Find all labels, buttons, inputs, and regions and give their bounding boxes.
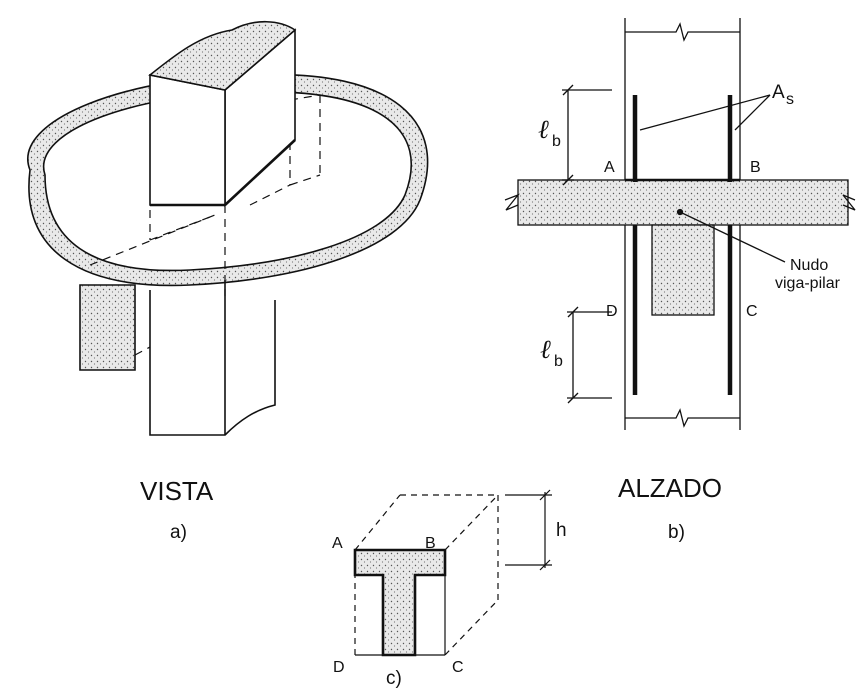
beam-stub bbox=[79, 284, 136, 371]
rebar-label: A bbox=[772, 82, 785, 103]
column-upper-front bbox=[149, 74, 226, 206]
anchor-length-bottom: ℓ bbox=[540, 335, 551, 364]
panel-b-alzado bbox=[504, 18, 856, 430]
alzado-corner-b: B bbox=[750, 159, 761, 176]
detail-corner-b: B bbox=[425, 535, 436, 552]
alzado-title: ALZADO bbox=[618, 473, 722, 503]
panel-a-vista bbox=[27, 20, 429, 436]
anchor-length-top-sub: b bbox=[552, 133, 561, 150]
vista-caption: a) bbox=[170, 522, 187, 543]
column-top bbox=[148, 20, 297, 91]
detail-caption: c) bbox=[386, 668, 402, 688]
alzado-corner-d: D bbox=[606, 303, 618, 320]
column-lower bbox=[149, 290, 276, 436]
node-label-line2: viga-pilar bbox=[775, 275, 841, 292]
anchor-length-top: ℓ bbox=[538, 115, 549, 144]
node-label-line1: Nudo bbox=[790, 257, 828, 274]
vista-title: VISTA bbox=[140, 476, 214, 506]
t-section bbox=[353, 548, 447, 657]
height-label: h bbox=[556, 520, 567, 541]
alzado-caption: b) bbox=[668, 522, 685, 543]
slab-section bbox=[517, 179, 849, 226]
alzado-corner-c: C bbox=[746, 303, 758, 320]
beam-web-section bbox=[651, 224, 715, 316]
anchor-length-bottom-sub: b bbox=[554, 353, 563, 370]
detail-corner-c: C bbox=[452, 659, 464, 676]
alzado-corner-a: A bbox=[604, 159, 615, 176]
panel-c-node bbox=[353, 489, 552, 657]
detail-corner-a: A bbox=[332, 535, 343, 552]
detail-corner-d: D bbox=[333, 659, 345, 676]
rebar-label-sub: s bbox=[786, 91, 794, 108]
